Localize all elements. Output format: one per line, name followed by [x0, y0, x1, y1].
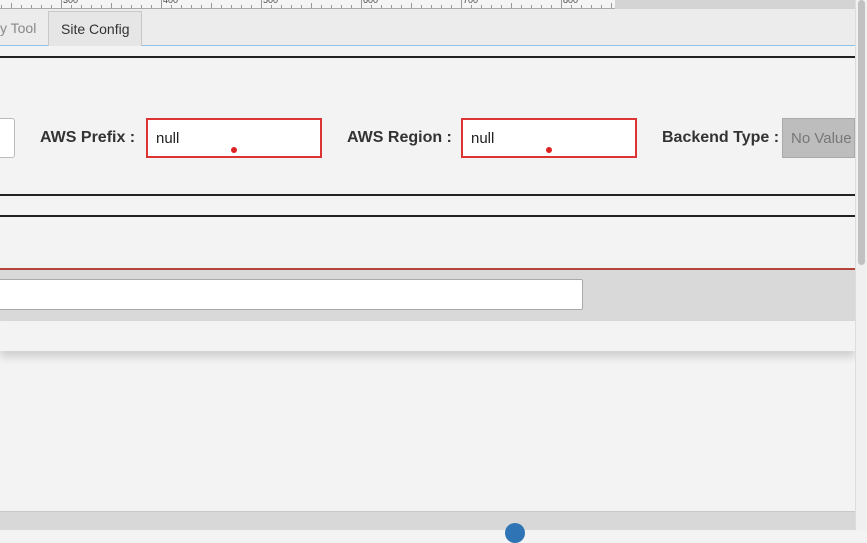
ruler-tick — [271, 5, 272, 8]
ruler-label: 300 — [63, 0, 79, 5]
aws-region-input[interactable]: null — [461, 118, 637, 158]
backend-type-label: Backend Type : — [662, 129, 780, 146]
aws-prefix-label: AWS Prefix : — [40, 129, 136, 146]
ruler-tick — [371, 5, 372, 8]
vertical-scrollbar[interactable] — [855, 0, 867, 530]
ruler-tick — [601, 5, 602, 8]
required-dot-icon — [546, 147, 552, 153]
ruler-label: 400 — [163, 0, 179, 5]
backend-type-select[interactable]: No Value — [782, 118, 855, 158]
ruler: 300 400 500 600 700 800 — [0, 0, 615, 9]
tab-site-config[interactable]: Site Config — [48, 11, 143, 46]
ruler-label: 800 — [563, 0, 579, 5]
ruler-tick — [171, 5, 172, 8]
tab-bar: y Tool Site Config — [0, 9, 855, 46]
aws-prefix-input[interactable]: null — [146, 118, 322, 158]
ruler-tick — [441, 5, 442, 8]
aws-region-value: null — [471, 130, 495, 147]
ruler-tick — [431, 5, 432, 8]
ruler-tick — [361, 0, 362, 8]
ruler-tick — [181, 5, 182, 8]
ruler-tick — [81, 5, 82, 8]
ruler-tick — [541, 5, 542, 8]
info-badge-icon[interactable] — [505, 523, 525, 543]
ruler-tick — [391, 5, 392, 8]
ruler-tick — [451, 5, 452, 8]
ruler-tick — [221, 5, 222, 8]
ruler-tick — [201, 5, 202, 8]
tab-tool[interactable]: y Tool — [0, 20, 37, 36]
truncated-input[interactable] — [0, 118, 15, 158]
ruler-tick — [531, 5, 532, 8]
section-divider — [0, 268, 855, 270]
ruler-tick — [31, 5, 32, 8]
ruler-tick — [491, 5, 492, 8]
ruler-label: 500 — [263, 0, 279, 5]
ruler-tick — [581, 5, 582, 8]
ruler-tick — [311, 3, 312, 8]
ruler-tick — [591, 5, 592, 8]
ruler-tick — [471, 5, 472, 8]
ruler-tick — [341, 5, 342, 8]
ruler-tick — [301, 5, 302, 8]
ruler-tick — [421, 5, 422, 8]
ruler-tick — [121, 5, 122, 8]
panel-footer — [0, 321, 855, 351]
ruler-tick — [561, 0, 562, 8]
bottom-bar — [0, 511, 855, 543]
ruler-tick — [61, 0, 62, 8]
filter-bar — [0, 270, 855, 321]
ruler-tick — [521, 5, 522, 8]
ruler-tick — [481, 5, 482, 8]
ruler-tick — [21, 5, 22, 8]
ruler-tick — [411, 3, 412, 8]
ruler-tick — [51, 5, 52, 8]
filter-input[interactable] — [0, 279, 583, 310]
ruler-tick — [211, 3, 212, 8]
divider — [0, 194, 855, 196]
ruler-tick — [191, 5, 192, 8]
ruler-tick — [91, 5, 92, 8]
ruler-label: 700 — [463, 0, 479, 5]
ruler-tick — [281, 5, 282, 8]
ruler-label: 600 — [363, 0, 379, 5]
ruler-tick — [71, 5, 72, 8]
ruler-tick — [231, 5, 232, 8]
ruler-tick — [511, 3, 512, 8]
divider — [0, 56, 855, 58]
ruler-tick — [101, 5, 102, 8]
required-dot-icon — [231, 147, 237, 153]
aws-region-label: AWS Region : — [347, 129, 452, 146]
ruler-tick — [161, 0, 162, 8]
ruler-tick — [251, 5, 252, 8]
ruler-tick — [381, 5, 382, 8]
ruler-tick — [41, 5, 42, 8]
ruler-overflow — [615, 0, 855, 9]
ruler-tick — [331, 5, 332, 8]
ruler-tick — [11, 3, 12, 8]
ruler-tick — [551, 5, 552, 8]
divider — [0, 215, 855, 217]
ruler-tick — [111, 3, 112, 8]
ruler-tick — [461, 0, 462, 8]
ruler-tick — [321, 5, 322, 8]
scrollbar-thumb[interactable] — [858, 0, 865, 265]
ruler-tick — [571, 5, 572, 8]
ruler-tick — [261, 0, 262, 8]
ruler-tick — [241, 5, 242, 8]
ruler-tick — [141, 5, 142, 8]
ruler-tick — [1, 5, 2, 8]
aws-prefix-value: null — [156, 130, 180, 147]
ruler-tick — [151, 5, 152, 8]
ruler-tick — [351, 5, 352, 8]
ruler-tick — [131, 5, 132, 8]
ruler-tick — [501, 5, 502, 8]
ruler-tick — [611, 3, 612, 8]
ruler-tick — [401, 5, 402, 8]
ruler-tick — [291, 5, 292, 8]
